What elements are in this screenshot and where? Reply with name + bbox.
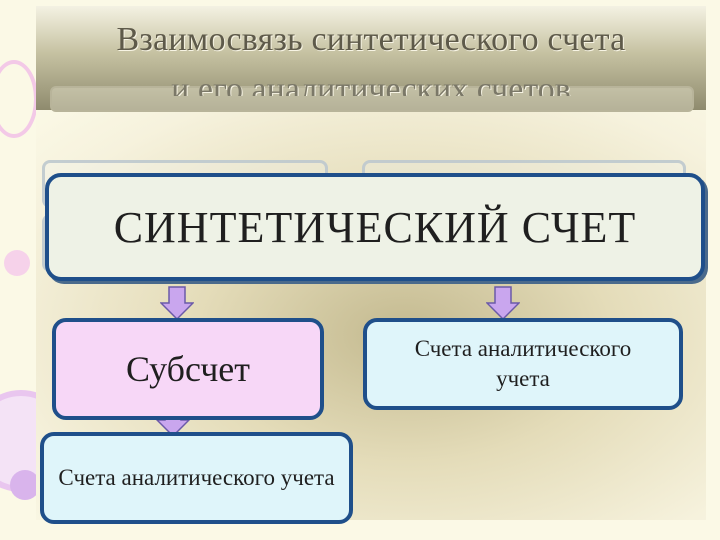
analytic-accounts-label: Счета аналитического учета [414, 336, 632, 391]
analytic-accounts-box-right: Счета аналитического учета [363, 318, 683, 410]
title-band [36, 6, 706, 110]
decor-dot [4, 250, 30, 276]
slide-subtitle: и его аналитических счетов [171, 71, 571, 108]
decor-swirl [0, 60, 38, 138]
title-frame [50, 86, 694, 112]
decor-dot [10, 470, 40, 500]
synthetic-account-label: СИНТЕТИЧЕСКИЙ СЧЕТ [113, 202, 637, 252]
slide-title: Взаимосвязь синтетического счета [116, 21, 626, 58]
sub-account-box: Субсчет [52, 318, 324, 420]
analytic-accounts-label: Счета аналитического учета [58, 465, 335, 490]
sub-account-label: Субсчет [125, 349, 251, 389]
down-arrow-icon [160, 286, 194, 320]
down-arrow-icon [486, 286, 520, 320]
synthetic-account-box: СИНТЕТИЧЕСКИЙ СЧЕТ [45, 173, 705, 281]
analytic-accounts-box-bottom: Счета аналитического учета [40, 432, 353, 524]
